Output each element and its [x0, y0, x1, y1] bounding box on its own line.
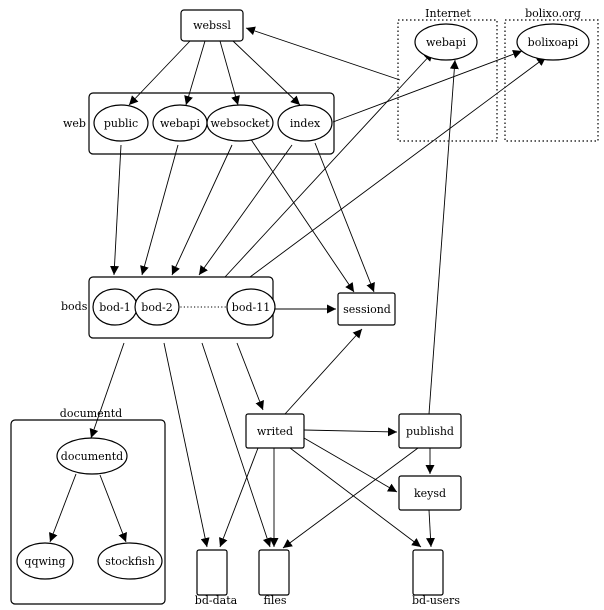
- edge-bods-bolixoapi: [249, 56, 547, 278]
- node-label-bolixoapi: bolixoapi: [528, 36, 579, 49]
- edge-webapi-webssl: [245, 26, 401, 81]
- group-bolixo-org: bolixo.org: [504, 7, 599, 142]
- edge-writed-keysd: [303, 437, 398, 493]
- edge-index-bolixoapi: [332, 49, 523, 123]
- edge-websocket-bods: [171, 144, 233, 276]
- node-label-websocket: websocket: [211, 117, 271, 130]
- node-bolixoapi[interactable]: bolixoapi: [516, 23, 590, 61]
- node-webapi-web[interactable]: webapi: [152, 104, 208, 142]
- edge-keysd-bd-users: [426, 509, 436, 548]
- node-webapi-internet[interactable]: webapi: [414, 23, 478, 61]
- node-bod-1[interactable]: bod-1: [92, 288, 138, 326]
- node-keysd[interactable]: keysd: [398, 475, 462, 511]
- node-label-bd-data: bd-data: [195, 594, 238, 607]
- edge-writed-bd-data: [219, 447, 259, 548]
- group-label-bolixo-org: bolixo.org: [525, 7, 581, 20]
- node-label-writed: writed: [257, 425, 293, 438]
- node-bd-users[interactable]: bd-users: [412, 549, 460, 607]
- node-bd-data[interactable]: bd-data: [195, 549, 238, 607]
- node-qqwing[interactable]: qqwing: [16, 542, 74, 580]
- edges: [49, 26, 547, 549]
- node-stockfish[interactable]: stockfish: [97, 542, 163, 580]
- node-label-keysd: keysd: [414, 487, 446, 500]
- node-label-webapi-internet: webapi: [426, 36, 467, 49]
- node-public[interactable]: public: [93, 104, 149, 142]
- edge-public-bods: [109, 144, 122, 276]
- node-label-stockfish: stockfish: [105, 555, 155, 568]
- group-label-documentd: documentd: [60, 407, 122, 420]
- node-bod-2[interactable]: bod-2: [134, 288, 180, 326]
- node-label-bod-1: bod-1: [99, 301, 130, 314]
- group-label-internet: Internet: [425, 7, 471, 20]
- group-label-web: web: [63, 117, 86, 130]
- node-label-public: public: [104, 117, 138, 130]
- node-bod-11[interactable]: bod-11: [226, 288, 276, 326]
- edge-publishd-webapi-internet: [428, 59, 459, 415]
- edge-index-sessiond: [314, 142, 375, 293]
- node-webssl[interactable]: webssl: [180, 9, 244, 42]
- edge-bods-writed: [236, 342, 264, 411]
- edge-writed-bd-users: [289, 447, 422, 548]
- edge-documentd-stockfish: [99, 474, 127, 543]
- edge-documentd-qqwing: [49, 473, 77, 543]
- edge-publishd-files: [282, 447, 419, 549]
- node-documentd[interactable]: documentd: [56, 437, 128, 475]
- edge-webapi-bods: [140, 144, 179, 276]
- node-label-documentd: documentd: [61, 450, 123, 463]
- node-label-webssl: webssl: [193, 19, 231, 32]
- edge-bods-webapi-internet: [224, 51, 434, 278]
- group-label-bods: bods: [61, 300, 88, 313]
- node-label-bd-users: bd-users: [412, 594, 460, 607]
- node-index[interactable]: index: [277, 104, 333, 142]
- node-websocket[interactable]: websocket: [206, 104, 274, 142]
- node-label-webapi-web: webapi: [160, 117, 201, 130]
- node-writed[interactable]: writed: [245, 413, 305, 449]
- node-label-bod-11: bod-11: [232, 301, 270, 314]
- edge-webssl-websocket: [219, 40, 240, 106]
- node-sessiond[interactable]: sessiond: [337, 292, 396, 326]
- edge-index-bods: [198, 144, 293, 276]
- edge-websocket-sessiond: [249, 137, 355, 293]
- edge-webssl-webapi: [184, 40, 206, 106]
- group-documentd: documentd: [10, 407, 166, 605]
- edge-webssl-public: [128, 40, 191, 106]
- edge-writed-sessiond: [284, 328, 363, 415]
- edge-webssl-index: [232, 40, 301, 106]
- edge-bods-bd-data: [163, 342, 210, 548]
- group-web: web: [63, 92, 335, 155]
- node-label-files: files: [263, 594, 286, 607]
- node-label-publishd: publishd: [406, 425, 454, 438]
- node-publishd[interactable]: publishd: [398, 413, 462, 449]
- group-internet: Internet: [397, 7, 498, 142]
- node-label-sessiond: sessiond: [343, 303, 391, 316]
- edge-writed-publishd: [303, 427, 398, 437]
- node-label-qqwing: qqwing: [24, 555, 65, 568]
- node-label-index: index: [290, 117, 321, 130]
- edge-bods-documentd: [89, 342, 125, 439]
- edge-bods-files: [201, 342, 272, 548]
- node-files[interactable]: files: [258, 549, 290, 607]
- node-label-bod-2: bod-2: [141, 301, 172, 314]
